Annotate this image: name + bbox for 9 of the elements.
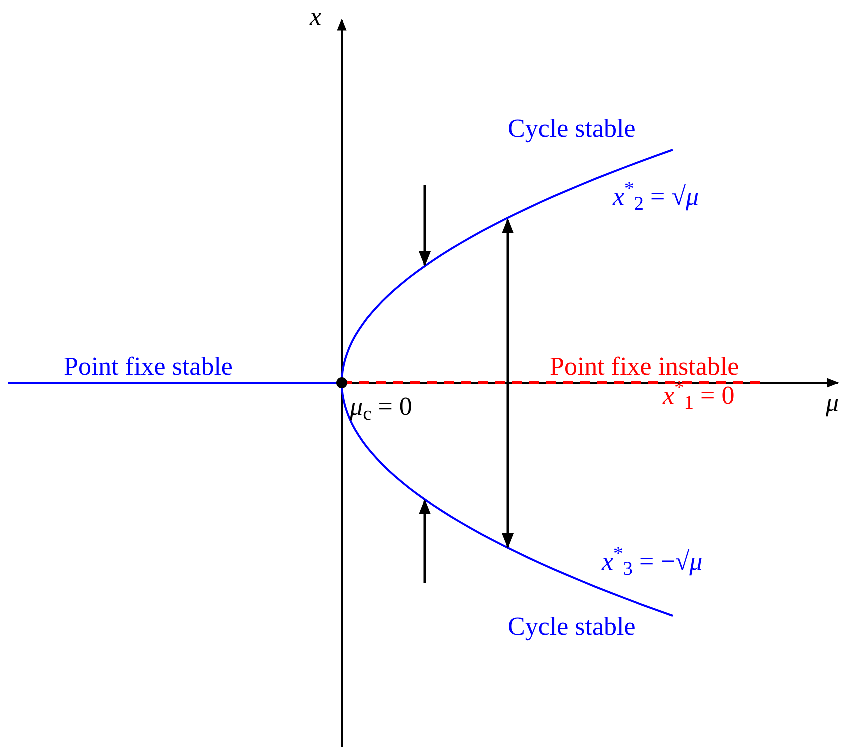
branch-label: Cycle stable [508, 612, 636, 642]
equation-label: x$^{*}$$_{3}$ = −√μ [602, 547, 703, 577]
axis-label: x [310, 2, 322, 32]
branch-label: Point fixe instable [550, 352, 740, 381]
branch-label: Point fixe stable [64, 352, 233, 382]
bifurcation-label: μ$_{c}$ = 0 [350, 392, 412, 422]
axis-label: μ [826, 388, 840, 418]
equation-label: x$^{*}$$_{2}$ = √μ [613, 182, 700, 212]
branch-label: Cycle stable [508, 114, 636, 144]
